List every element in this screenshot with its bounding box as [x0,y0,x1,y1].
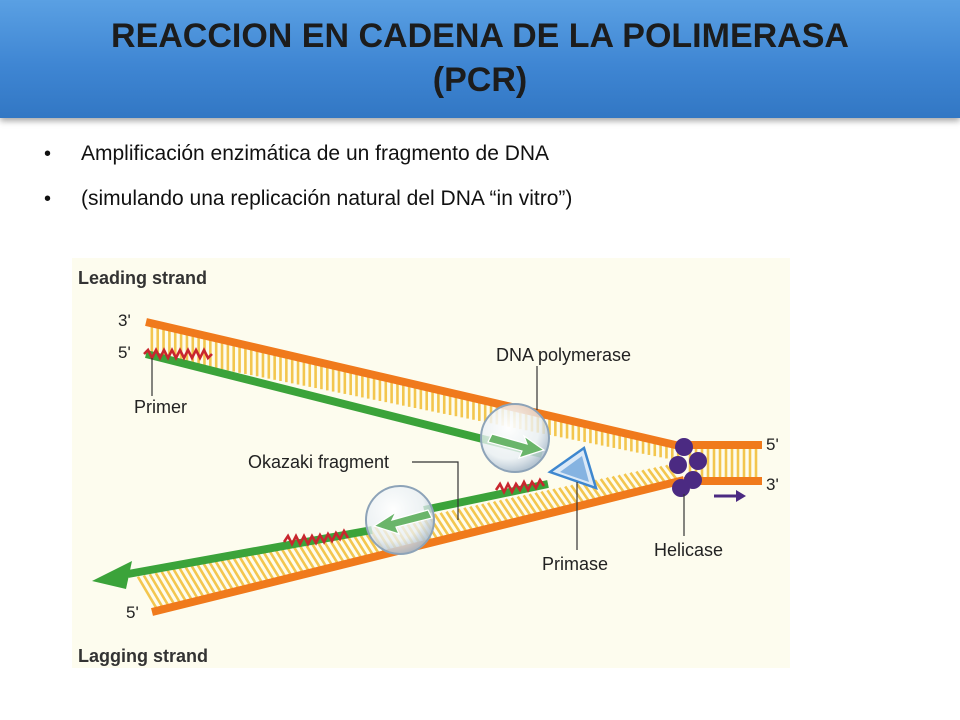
base-pair-rung [160,571,183,606]
end-label-3prime-top: 3' [118,311,131,330]
polymerase-leading-arrow [487,433,546,459]
parental-duplex-top-strand [684,441,762,449]
base-pair-rung [469,505,487,531]
bullet-item: • Amplificación enzimática de un fragmen… [44,140,924,185]
heading-leading-strand: Leading strand [78,268,207,288]
helicase-sphere [675,438,693,456]
slide-title-line-2: (PCR) [432,61,528,99]
end-label-3prime-right: 3' [766,475,779,494]
base-pair-rung [445,510,463,536]
base-pair-rung [297,542,317,573]
base-pair-rung [267,548,288,580]
bullet-marker: • [44,143,52,165]
label-dna-polymerase: DNA polymerase [496,345,631,365]
base-pair-rung [498,499,516,523]
lagging-strand-arrowhead [92,561,132,589]
dna-polymerase-leading [480,403,550,473]
base-pair-rung [136,576,159,612]
primase-inner [560,456,589,482]
base-pair-rung [463,507,481,532]
label-helicase: Helicase [654,540,723,560]
base-pair-rung [184,566,206,600]
base-pair-rung [433,513,452,539]
bullet-text: Amplificación enzimática de un fragmento… [81,142,550,165]
base-pair-rung [261,549,282,581]
base-pair-rung [142,574,165,610]
base-pair-rung [208,561,230,594]
label-primase: Primase [542,554,608,574]
helicase-direction-arrowhead [736,490,746,502]
base-pair-rung [225,557,247,590]
slide-title-line-1: REACCION EN CADENA DE LA POLIMERASA [111,17,849,55]
helicase-sphere [669,456,687,474]
leading-new-strand [145,350,543,458]
base-pair-rung [154,572,177,607]
base-pair-rung [219,558,241,591]
base-pair-rung [237,554,259,587]
title-bar: REACCION EN CADENA DE LA POLIMERASA (PCR… [0,0,960,118]
base-pair-rung [486,502,504,526]
base-pair-rung [457,508,475,533]
base-pair-rung [231,556,253,589]
base-pair-rung [273,547,294,578]
base-pair-rung [451,509,469,535]
parental-duplex-bottom-strand [684,477,762,485]
label-okazaki-fragment: Okazaki fragment [248,452,389,472]
base-pair-rung [302,540,323,571]
base-pair-rung [172,568,195,603]
base-pair-rung [492,500,510,525]
end-label-5prime-right: 5' [766,435,779,454]
primer-okazaki [494,477,546,495]
polymerase-lagging-arrow [372,509,433,535]
okazaki-fragment-strand [423,480,549,514]
bullet-list: • Amplificación enzimática de un fragmen… [44,140,924,230]
primer-leading [143,347,213,361]
base-pair-rung [166,569,189,604]
base-pair-rung [243,553,265,586]
base-pair-rung [308,539,329,570]
base-pair-rung [202,562,224,596]
base-pair-rung [285,544,306,575]
bullet-item: • (simulando una replicación natural del… [44,185,924,230]
leading-template-strand [145,318,685,451]
end-label-5prime-top: 5' [118,343,131,362]
base-pair-rung [504,498,522,522]
replication-fork-figure: Leading strand Lagging strand 3' 5' 5' 3… [72,258,790,668]
leader-line-okazaki [412,461,459,520]
replication-fork-diagram: Leading strand Lagging strand 3' 5' 5' 3… [72,258,790,668]
base-pair-rung [190,564,212,599]
helicase-sphere [689,452,707,470]
base-pair-rung [291,543,311,574]
base-pair-rung [481,503,499,528]
primer-lagging [282,528,350,547]
base-pair-rung [510,497,528,520]
label-primer: Primer [134,397,187,417]
bullet-text: (simulando una replicación natural del D… [81,187,573,210]
base-pair-rung [255,551,276,583]
base-pair-rung [279,546,300,577]
base-pair-rung [178,567,200,602]
heading-lagging-strand: Lagging strand [78,646,208,666]
end-label-5prime-bottom: 5' [126,603,139,622]
base-pair-rung [439,512,458,538]
base-pair-rung [148,573,171,609]
base-pair-rung [213,559,235,593]
helicase-sphere [672,479,690,497]
base-pair-rung [196,563,218,597]
base-pair-rung [475,504,493,529]
base-pair-rung [249,552,271,584]
base-pair-rung [314,538,335,568]
bullet-marker: • [44,188,52,210]
